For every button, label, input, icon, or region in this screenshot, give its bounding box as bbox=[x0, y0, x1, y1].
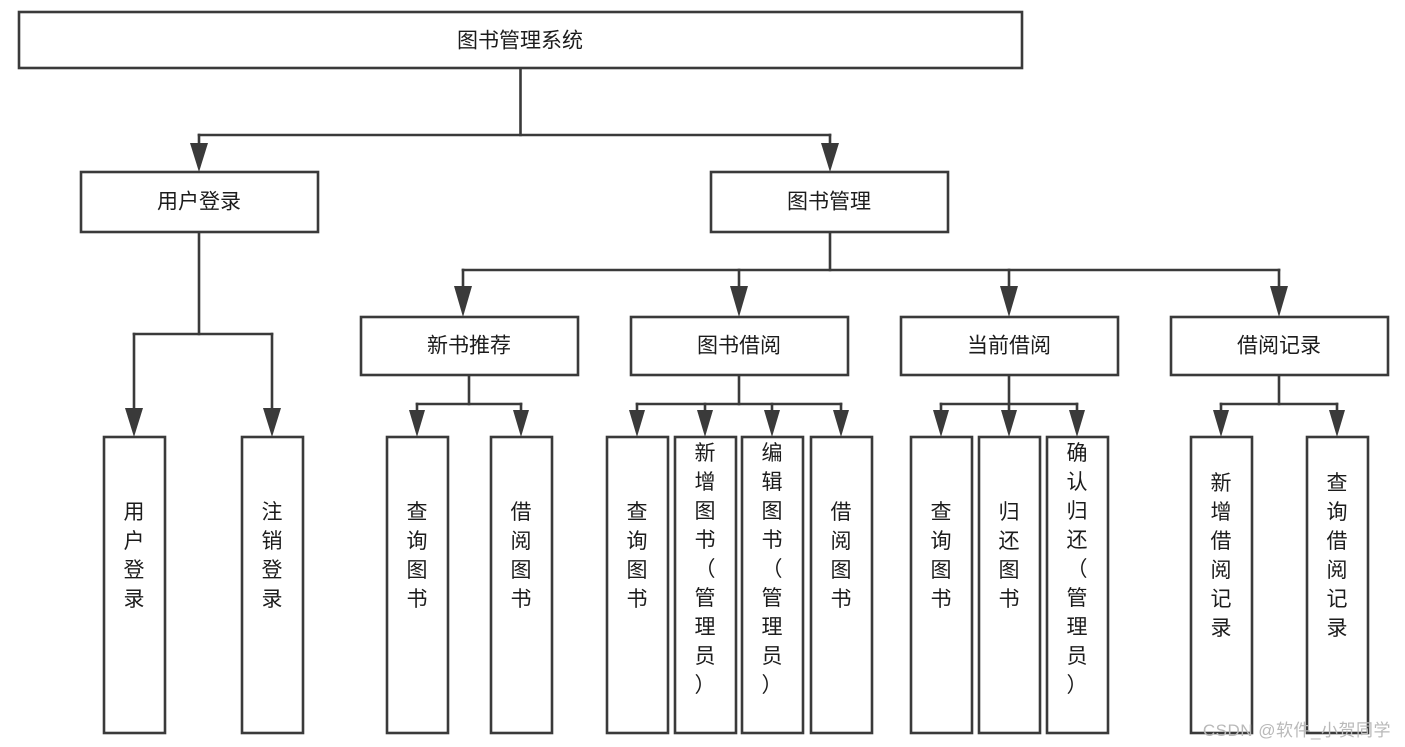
leaf-query-book-rec[interactable]: 查询图书 bbox=[385, 435, 450, 735]
leaf-add-record-box[interactable] bbox=[1189, 435, 1254, 735]
leaf-query-record-label: 查询借阅记录 bbox=[1327, 472, 1348, 640]
node-user-login-box[interactable] bbox=[79, 170, 320, 234]
node-book-borrow-box[interactable] bbox=[629, 315, 850, 377]
leaf-query-book-rec-label: 查询图书 bbox=[407, 501, 428, 611]
arrow-leaf-add-book bbox=[697, 410, 713, 437]
leaf-logout[interactable]: 注销登录 bbox=[240, 435, 305, 735]
arrow-leaf-user-login bbox=[125, 408, 143, 437]
leaf-confirm-return-box[interactable] bbox=[1045, 435, 1110, 735]
leaf-return-book-label: 归还图书 bbox=[999, 501, 1020, 611]
node-new-book-rec[interactable]: 新书推荐 bbox=[359, 315, 580, 377]
leaf-query-book-bor-label: 查询图书 bbox=[627, 501, 648, 611]
leaf-user-login-label: 用户登录 bbox=[124, 501, 145, 611]
leaf-query-book-rec-box[interactable] bbox=[385, 435, 450, 735]
node-book-manage-box[interactable] bbox=[709, 170, 950, 234]
leaf-return-book-box[interactable] bbox=[977, 435, 1042, 735]
leaf-logout-label: 注销登录 bbox=[262, 501, 283, 611]
leaf-query-book-cur-box[interactable] bbox=[909, 435, 974, 735]
leaf-edit-book-box[interactable] bbox=[740, 435, 805, 735]
arrow-leaf-borrow-book-rec bbox=[513, 410, 529, 437]
arrow-book-borrow bbox=[730, 286, 748, 317]
arrow-leaf-confirm-return bbox=[1069, 410, 1085, 437]
leaf-add-book-label: 新增图书（管理员） bbox=[695, 442, 716, 697]
arrow-leaf-query-book-bor bbox=[629, 410, 645, 437]
leaf-add-book[interactable]: 新增图书（管理员） bbox=[673, 435, 738, 735]
arrow-leaf-return-book bbox=[1001, 410, 1017, 437]
arrow-leaf-query-book-cur bbox=[933, 410, 949, 437]
arrow-leaf-query-book-rec bbox=[409, 410, 425, 437]
node-current-borrow-label: 当前借阅 bbox=[967, 335, 1051, 358]
node-book-manage[interactable]: 图书管理 bbox=[709, 170, 950, 234]
arrow-user-login bbox=[190, 143, 208, 172]
leaf-logout-box[interactable] bbox=[240, 435, 305, 735]
node-new-book-rec-box[interactable] bbox=[359, 315, 580, 377]
arrow-leaf-logout bbox=[263, 408, 281, 437]
arrow-leaf-query-record bbox=[1329, 410, 1345, 437]
node-root-box[interactable] bbox=[17, 10, 1024, 70]
node-book-manage-label: 图书管理 bbox=[787, 191, 871, 214]
node-book-borrow-label: 图书借阅 bbox=[697, 335, 781, 358]
leaf-query-record-box[interactable] bbox=[1305, 435, 1370, 735]
leaf-edit-book[interactable]: 编辑图书（管理员） bbox=[740, 435, 805, 735]
node-borrow-record-label: 借阅记录 bbox=[1237, 335, 1321, 358]
node-borrow-record[interactable]: 借阅记录 bbox=[1169, 315, 1390, 377]
leaf-borrow-book-box[interactable] bbox=[809, 435, 874, 735]
arrow-borrow-record bbox=[1270, 286, 1288, 317]
arrow-leaf-borrow-book bbox=[833, 410, 849, 437]
leaf-user-login[interactable]: 用户登录 bbox=[102, 435, 167, 735]
leaf-borrow-book[interactable]: 借阅图书 bbox=[809, 435, 874, 735]
leaf-borrow-book-rec[interactable]: 借阅图书 bbox=[489, 435, 554, 735]
leaf-add-record[interactable]: 新增借阅记录 bbox=[1189, 435, 1254, 735]
node-new-book-rec-label: 新书推荐 bbox=[427, 335, 511, 358]
node-user-login[interactable]: 用户登录 bbox=[79, 170, 320, 234]
leaf-query-book-bor[interactable]: 查询图书 bbox=[605, 435, 670, 735]
leaf-borrow-book-label: 借阅图书 bbox=[831, 501, 852, 611]
leaf-user-login-box[interactable] bbox=[102, 435, 167, 735]
node-current-borrow[interactable]: 当前借阅 bbox=[899, 315, 1120, 377]
node-book-borrow[interactable]: 图书借阅 bbox=[629, 315, 850, 377]
leaf-query-record[interactable]: 查询借阅记录 bbox=[1305, 435, 1370, 735]
leaf-return-book[interactable]: 归还图书 bbox=[977, 435, 1042, 735]
leaf-query-book-cur[interactable]: 查询图书 bbox=[909, 435, 974, 735]
leaf-borrow-book-rec-box[interactable] bbox=[489, 435, 554, 735]
node-current-borrow-box[interactable] bbox=[899, 315, 1120, 377]
arrow-book-manage bbox=[821, 143, 839, 172]
leaf-borrow-book-rec-label: 借阅图书 bbox=[511, 501, 532, 611]
leaf-add-book-box[interactable] bbox=[673, 435, 738, 735]
node-borrow-record-box[interactable] bbox=[1169, 315, 1390, 377]
node-root[interactable]: 图书管理系统 bbox=[17, 10, 1024, 70]
csdn-watermark: CSDN @软件_小贺同学 bbox=[1202, 721, 1391, 740]
leaf-confirm-return-label: 确认归还（管理员） bbox=[1067, 442, 1088, 697]
arrow-new-book-rec bbox=[454, 286, 472, 317]
leaf-add-record-label: 新增借阅记录 bbox=[1211, 472, 1232, 640]
arrow-leaf-add-record bbox=[1213, 410, 1229, 437]
arrow-current-borrow bbox=[1000, 286, 1018, 317]
leaf-query-book-cur-label: 查询图书 bbox=[931, 501, 952, 611]
arrow-leaf-edit-book bbox=[764, 410, 780, 437]
node-root-label: 图书管理系统 bbox=[457, 30, 583, 53]
leaf-query-book-bor-box[interactable] bbox=[605, 435, 670, 735]
leaf-confirm-return[interactable]: 确认归还（管理员） bbox=[1045, 435, 1110, 735]
connector-group bbox=[125, 66, 1345, 437]
node-user-login-label: 用户登录 bbox=[157, 191, 241, 214]
leaf-edit-book-label: 编辑图书（管理员） bbox=[762, 442, 783, 697]
